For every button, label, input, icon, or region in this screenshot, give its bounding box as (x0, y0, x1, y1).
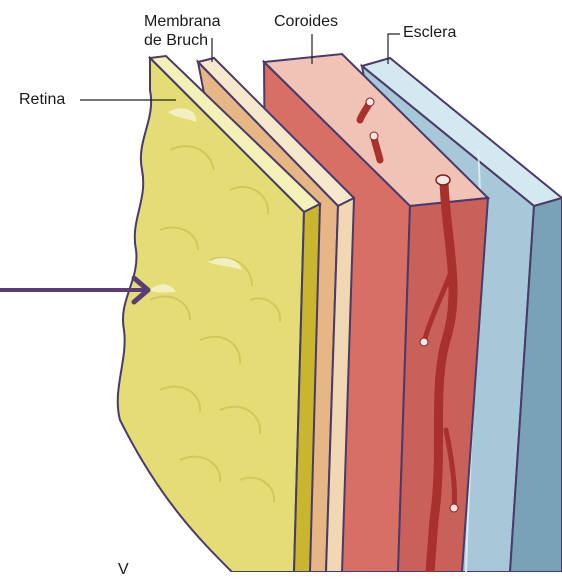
vessel-cut-top (436, 175, 450, 185)
esclera-label: Esclera (403, 23, 456, 42)
vessel-end-3 (420, 338, 428, 346)
vessel-end-1 (366, 98, 374, 106)
bruch-label: Membrana de Bruch (144, 12, 220, 50)
coroides-label: Coroides (274, 12, 338, 31)
vessel-end-2 (370, 132, 378, 140)
bruch-label-line2: de Bruch (144, 31, 220, 50)
bruch-label-line1: Membrana (144, 12, 220, 31)
vessel-end-4 (450, 504, 458, 512)
retina-label: Retina (19, 90, 65, 109)
bottom-partial-label: V (118, 560, 129, 579)
